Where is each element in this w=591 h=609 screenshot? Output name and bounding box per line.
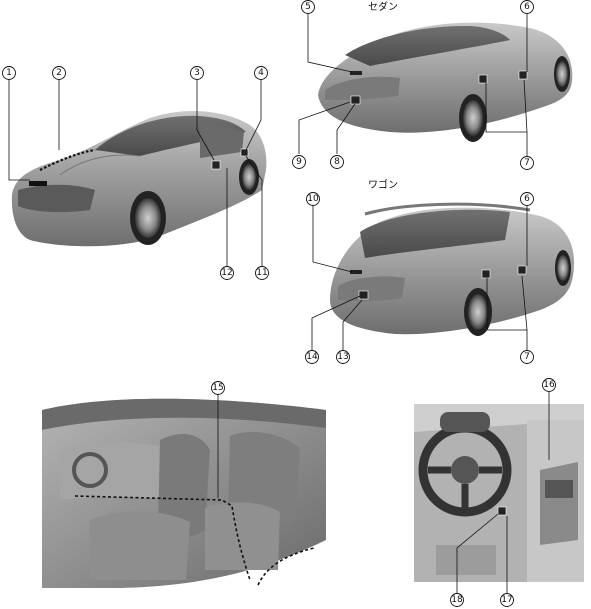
callout-1: 1 xyxy=(2,66,16,80)
section-label-wagon: ワゴン xyxy=(368,178,398,191)
callout-11: 11 xyxy=(255,266,269,280)
callout-16-number: 16 xyxy=(543,380,555,390)
callout-17-number: 17 xyxy=(501,595,512,605)
callout-7-wagon-number: 7 xyxy=(524,352,530,362)
callout-14: 14 xyxy=(305,350,319,364)
callout-15-number: 15 xyxy=(212,383,223,393)
callout-4: 4 xyxy=(254,66,268,80)
callout-2-number: 2 xyxy=(56,68,62,78)
callout-10: 10 xyxy=(306,192,320,206)
driver-area-illustration xyxy=(414,404,584,582)
leader-lines xyxy=(8,14,550,593)
callout-10-number: 10 xyxy=(307,194,319,204)
callout-17: 17 xyxy=(500,593,514,607)
front-car-illustration xyxy=(11,110,267,247)
callout-5-number: 5 xyxy=(305,2,311,12)
callout-6-wagon: 6 xyxy=(520,192,534,206)
callout-8: 8 xyxy=(330,155,344,169)
callout-15: 15 xyxy=(211,381,225,395)
callout-6-wagon-number: 6 xyxy=(524,194,530,204)
callout-16: 16 xyxy=(542,378,556,392)
callout-8-number: 8 xyxy=(334,157,340,167)
callout-6-sedan-number: 6 xyxy=(524,2,530,12)
cabin-interior-illustration xyxy=(42,398,326,588)
callout-13: 13 xyxy=(336,350,350,364)
callout-9-number: 9 xyxy=(296,157,302,167)
sedan-rear-illustration xyxy=(318,22,573,142)
callout-13-number: 13 xyxy=(337,352,348,362)
callout-6-sedan: 6 xyxy=(520,0,534,14)
callout-9: 9 xyxy=(292,155,306,169)
callout-14-number: 14 xyxy=(306,352,318,362)
callout-1-number: 1 xyxy=(6,68,12,78)
callout-4-number: 4 xyxy=(258,68,264,78)
callout-3-number: 3 xyxy=(194,68,200,78)
callout-12-number: 12 xyxy=(221,268,232,278)
callout-3: 3 xyxy=(190,66,204,80)
callout-18: 18 xyxy=(450,593,464,607)
callout-7-sedan: 7 xyxy=(520,156,534,170)
callout-5: 5 xyxy=(301,0,315,14)
callout-7-sedan-number: 7 xyxy=(524,158,530,168)
wagon-rear-illustration xyxy=(330,202,574,336)
section-label-sedan: セダン xyxy=(368,0,398,13)
callout-11-number: 11 xyxy=(256,268,267,278)
callout-12: 12 xyxy=(220,266,234,280)
callout-7-wagon: 7 xyxy=(520,350,534,364)
callout-2: 2 xyxy=(52,66,66,80)
callout-18-number: 18 xyxy=(451,595,463,605)
